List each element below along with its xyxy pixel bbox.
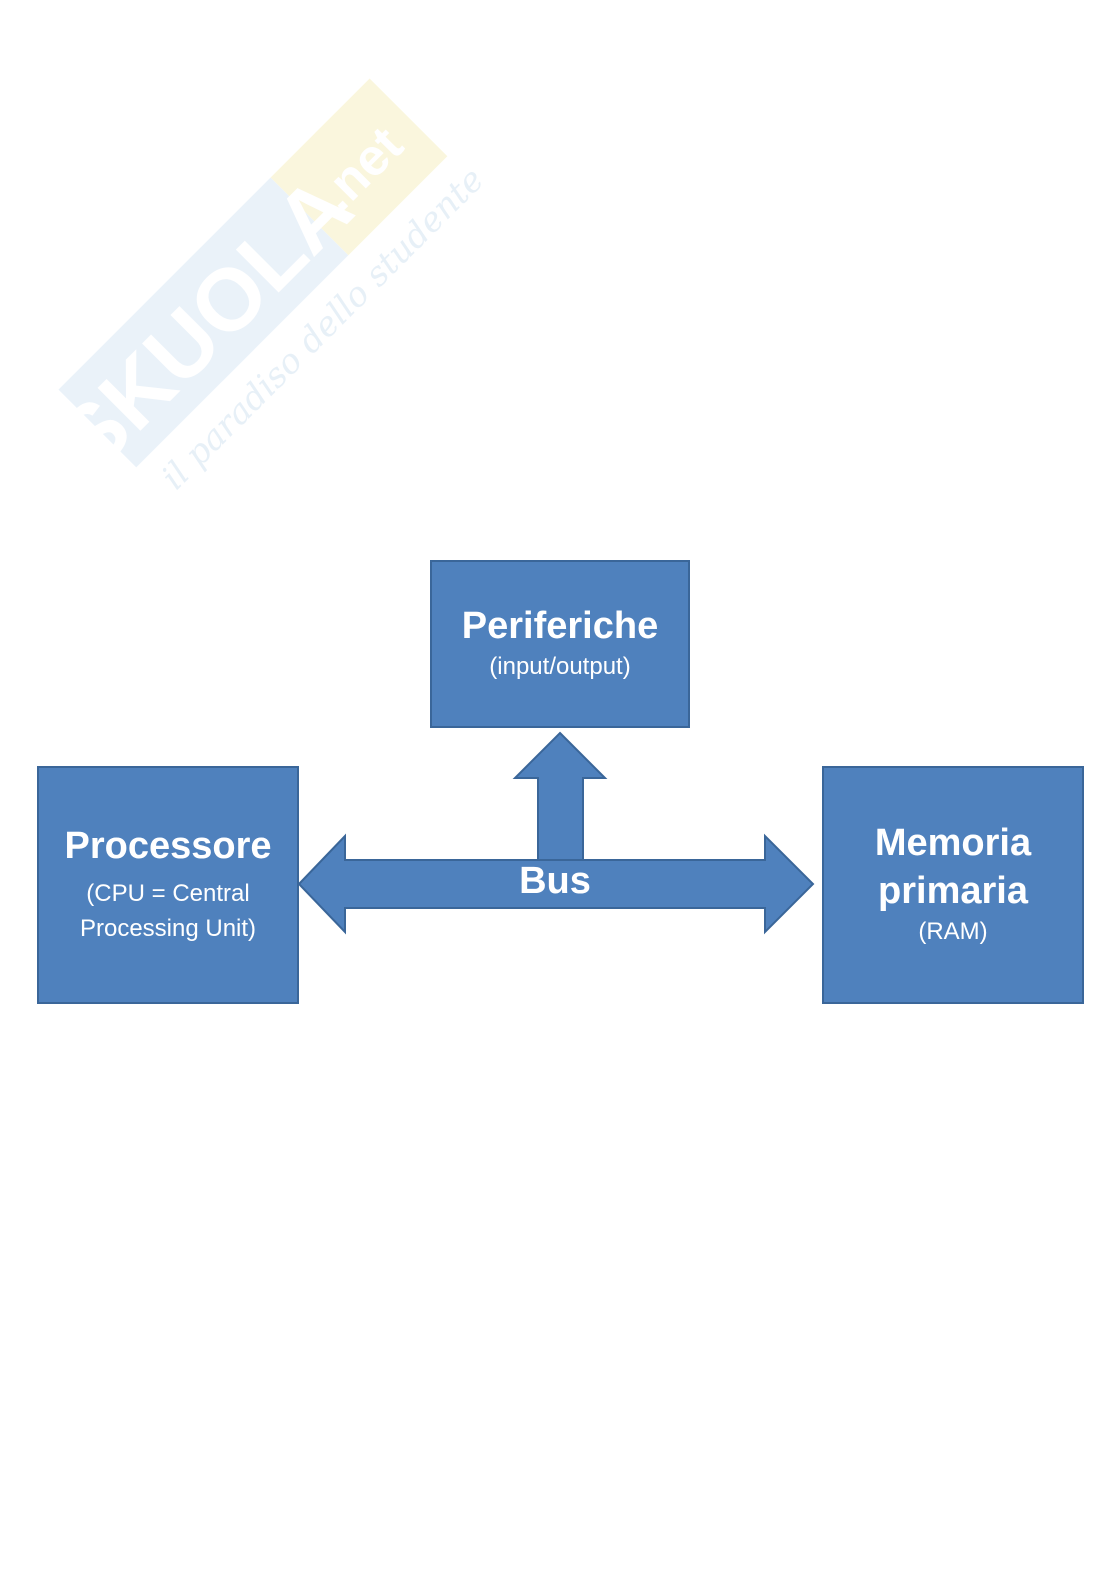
bus-up-arrow <box>512 731 608 861</box>
bus-label: Bus <box>519 860 591 902</box>
memoria-title-line2: primaria <box>878 869 1028 912</box>
periferiche-box: Periferiche (input/output) <box>430 560 690 728</box>
processore-subtitle-line1: (CPU = Central <box>86 879 250 907</box>
periferiche-subtitle: (input/output) <box>489 653 631 681</box>
processore-subtitle-line2: Processing Unit) <box>79 914 257 942</box>
memoria-title-line1: Memoria <box>874 822 1032 865</box>
memoria-subtitle: (RAM) <box>918 918 988 946</box>
skuola-watermark-logo: SKUOLA .net il paradiso dello studente <box>38 78 492 498</box>
memoria-box: Memoria primaria (RAM) <box>822 766 1084 1004</box>
periferiche-title: Periferiche <box>461 604 659 647</box>
processore-box: Processore (CPU = Central Processing Uni… <box>37 766 299 1004</box>
bus-double-arrow <box>297 833 815 935</box>
processore-title: Processore <box>64 825 272 868</box>
